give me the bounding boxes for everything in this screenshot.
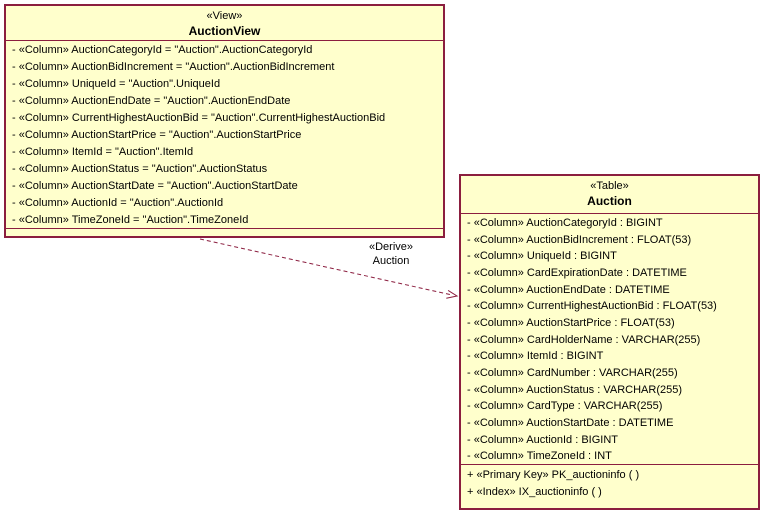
view-column-row: - «Column» TimeZoneId = "Auction".TimeZo…: [12, 214, 249, 226]
table-column-row: - «Column» AuctionCategoryId : BIGINT: [467, 217, 663, 229]
view-columns-compartment: - «Column» AuctionCategoryId = "Auction"…: [6, 41, 443, 229]
view-operations-compartment-empty: [6, 229, 443, 236]
view-column-row: - «Column» AuctionCategoryId = "Auction"…: [12, 44, 313, 56]
view-stereotype: «View»: [206, 10, 243, 22]
table-columns-compartment: - «Column» AuctionCategoryId : BIGINT - «…: [461, 214, 758, 465]
table-operation-row: + «Primary Key» PK_auctioninfo ( ): [467, 469, 640, 481]
table-column-row: - «Column» AuctionId : BIGINT: [467, 433, 619, 446]
table-shape-auction[interactable]: «Table» Auction - «Column» AuctionCatego…: [459, 174, 760, 510]
table-column-row: - «Column» TimeZoneId : INT: [467, 450, 612, 463]
table-shape-header: «Table» Auction: [461, 176, 758, 214]
table-column-row: - «Column» CardExpirationDate : DATETIME: [467, 266, 687, 279]
view-column-row: - «Column» UniqueId = "Auction".UniqueId: [12, 78, 221, 90]
connector-name: Auction: [372, 255, 410, 267]
table-column-row: - «Column» AuctionBidIncrement : FLOAT(5…: [467, 233, 692, 246]
table-operations-compartment: + «Primary Key» PK_auctioninfo ( ) + «Ind…: [461, 465, 758, 508]
table-column-row: - «Column» CardNumber : VARCHAR(255): [467, 366, 678, 379]
view-column-row: - «Column» AuctionBidIncrement = "Auctio…: [12, 61, 335, 73]
table-column-row: - «Column» AuctionStatus : VARCHAR(255): [467, 383, 682, 396]
view-shape-auctionview[interactable]: «View» AuctionView - «Column» AuctionCat…: [4, 4, 445, 238]
table-column-row: - «Column» UniqueId : BIGINT: [467, 250, 617, 263]
table-column-row: - «Column» ItemId : BIGINT: [467, 350, 604, 363]
view-title: AuctionView: [188, 24, 261, 38]
view-column-row: - «Column» AuctionEndDate = "Auction".Au…: [12, 95, 291, 107]
table-column-row: - «Column» CurrentHighestAuctionBid : FL…: [467, 300, 717, 313]
table-operation-row: + «Index» IX_auctioninfo ( ): [467, 486, 602, 498]
table-title: Auction: [587, 194, 632, 208]
arrowhead-icon: [446, 289, 459, 299]
table-column-row: - «Column» CardHolderName : VARCHAR(255): [467, 333, 701, 346]
view-shape-header: «View» AuctionView: [6, 6, 443, 41]
view-column-row: - «Column» AuctionId = "Auction".Auction…: [12, 197, 224, 209]
table-column-row: - «Column» AuctionEndDate : DATETIME: [467, 283, 670, 296]
table-stereotype: «Table»: [590, 180, 629, 192]
view-column-row: - «Column» ItemId = "Auction".ItemId: [12, 146, 194, 158]
table-column-row: - «Column» AuctionStartPrice : FLOAT(53): [467, 316, 675, 329]
view-column-row: - «Column» AuctionStartDate = "Auction".…: [12, 180, 298, 192]
table-column-row: - «Column» AuctionStartDate : DATETIME: [467, 416, 674, 429]
derive-connector-label: «Derive» Auction: [330, 240, 452, 268]
view-column-row: - «Column» AuctionStatus = "Auction".Auc…: [12, 163, 268, 175]
view-column-row: - «Column» AuctionStartPrice = "Auction"…: [12, 129, 302, 141]
table-column-row: - «Column» CardType : VARCHAR(255): [467, 400, 663, 413]
view-column-row: - «Column» CurrentHighestAuctionBid = "A…: [12, 112, 386, 124]
connector-stereotype: «Derive»: [368, 241, 414, 253]
